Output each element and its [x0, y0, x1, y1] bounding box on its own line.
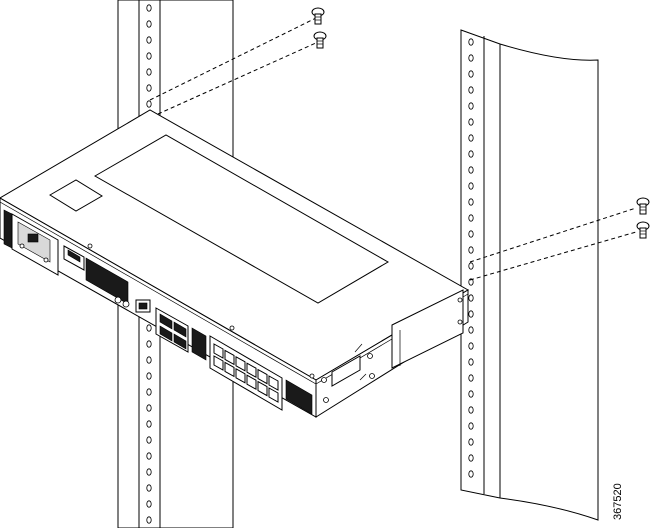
rail-hole: [468, 278, 474, 286]
rail-hole: [468, 390, 474, 398]
rail-hole: [146, 436, 152, 444]
ethernet-port: [224, 349, 235, 366]
mounting-bracket: [391, 289, 464, 369]
rail-hole: [146, 420, 152, 428]
ethernet-port: [268, 375, 279, 391]
rail-hole: [468, 54, 474, 62]
rail-hole: [146, 100, 152, 108]
rail-hole: [146, 484, 152, 492]
rack-screw: [636, 197, 650, 215]
rail-hole: [468, 166, 474, 174]
rail-hole: [146, 84, 152, 92]
ethernet-port: [224, 361, 235, 378]
rail-hole: [468, 246, 474, 254]
ethernet-port: [213, 343, 224, 359]
rail-hole: [146, 356, 152, 364]
top-small-panel: [49, 179, 103, 212]
rail-hole: [146, 500, 152, 508]
ethernet-port: [213, 355, 224, 371]
rail-hole: [468, 374, 474, 382]
rack-screw: [636, 221, 650, 239]
rail-hole: [468, 70, 474, 78]
rail-hole: [146, 52, 152, 60]
rail-hole: [146, 4, 152, 12]
rail-hole: [468, 294, 474, 302]
ethernet-port: [257, 380, 268, 397]
ethernet-port: [246, 362, 257, 379]
rail-hole: [146, 36, 152, 44]
ethernet-port: [257, 368, 268, 385]
rail-hole: [468, 150, 474, 158]
rail-hole: [468, 118, 474, 126]
rail-hole: [468, 454, 474, 462]
rail-hole: [468, 438, 474, 446]
rack-screw: [313, 31, 327, 49]
rail-hole: [468, 406, 474, 414]
side-panel: [321, 343, 375, 403]
vent-grill-right: [285, 379, 313, 415]
rail-hole: [146, 468, 152, 476]
rail-hole: [468, 102, 474, 110]
rail-hole: [468, 198, 474, 206]
rail-hole: [146, 388, 152, 396]
rail-hole: [468, 262, 474, 270]
ethernet-port: [235, 367, 246, 384]
rail-hole: [146, 340, 152, 348]
front-panel: [3, 209, 315, 415]
rail-hole: [468, 214, 474, 222]
rail-hole: [468, 310, 474, 318]
rail-hole: [146, 452, 152, 460]
rail-hole: [468, 326, 474, 334]
rail-hole: [146, 324, 152, 332]
rail-hole: [468, 358, 474, 366]
rail-hole: [146, 68, 152, 76]
right-rail-holes: [468, 38, 474, 478]
ethernet-port: [235, 355, 246, 372]
rail-hole: [468, 342, 474, 350]
rail-hole: [468, 38, 474, 46]
right-rack-rail: [460, 29, 599, 521]
rack-screw: [311, 7, 325, 25]
rail-hole: [468, 470, 474, 478]
rail-hole: [468, 182, 474, 190]
rail-hole: [468, 86, 474, 94]
router-chassis: [0, 109, 469, 418]
ethernet-port-grid: [213, 343, 279, 403]
rail-hole: [146, 404, 152, 412]
screw-guide-lines: [149, 17, 637, 281]
rail-hole: [146, 20, 152, 28]
ethernet-port: [246, 374, 257, 391]
figure-id-label: 367520: [612, 483, 624, 520]
rail-hole: [146, 372, 152, 380]
rail-hole: [468, 134, 474, 142]
rail-hole: [468, 230, 474, 238]
rail-hole: [468, 422, 474, 430]
ethernet-port: [268, 387, 279, 403]
rail-hole: [146, 516, 152, 524]
top-label-panel: [93, 134, 389, 304]
